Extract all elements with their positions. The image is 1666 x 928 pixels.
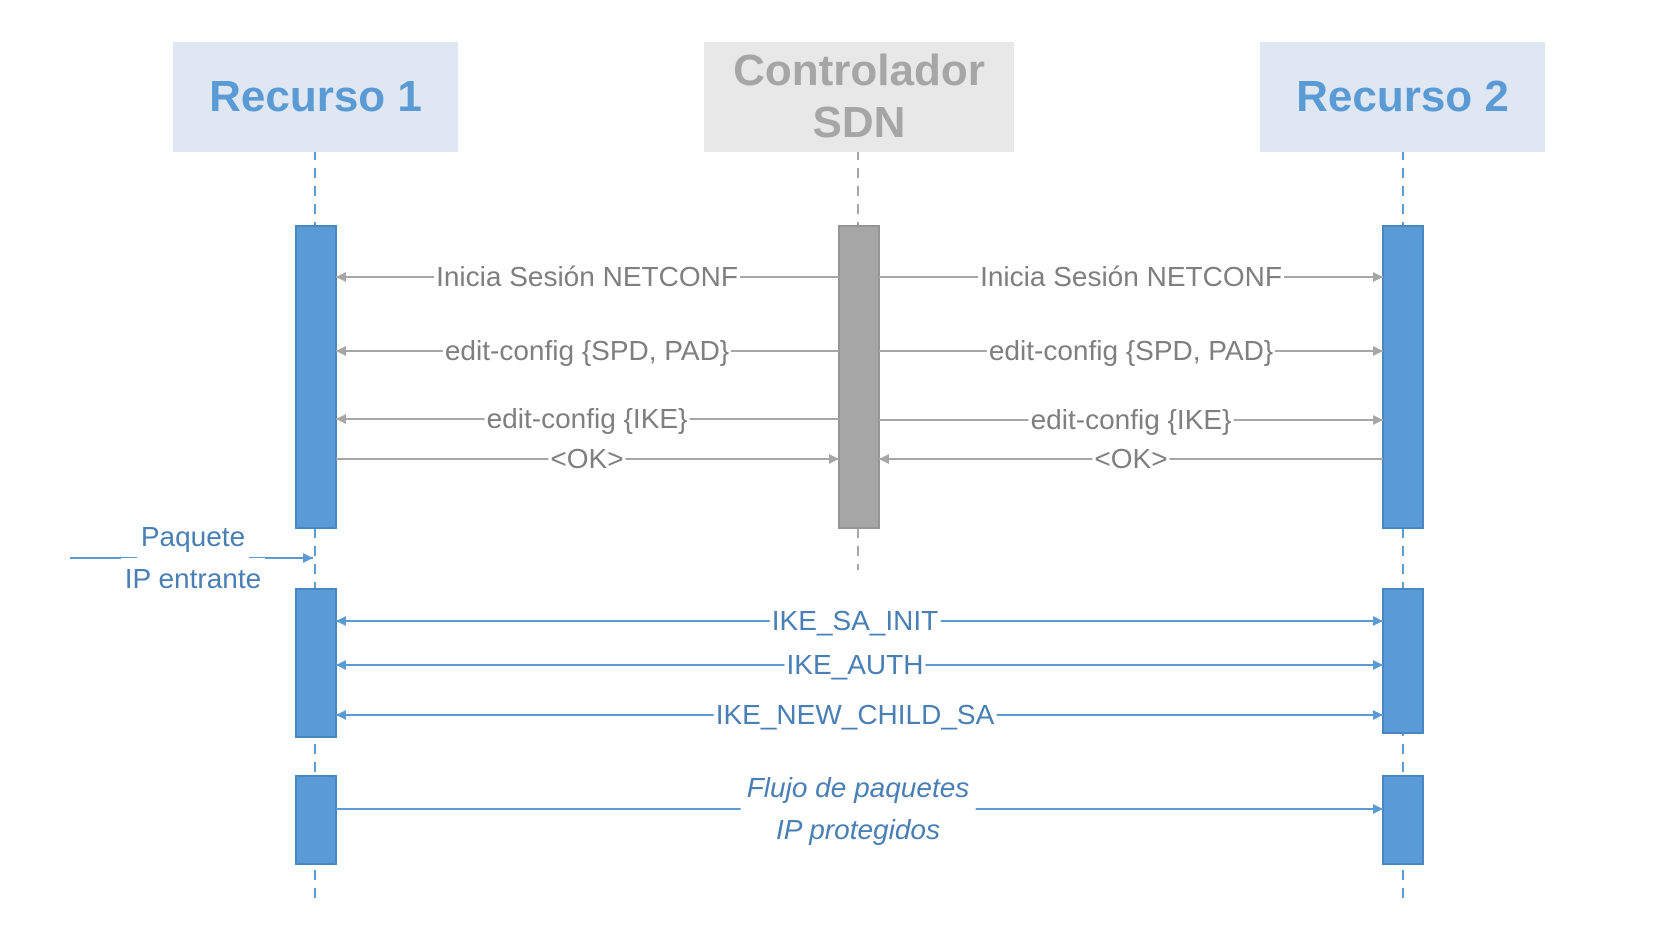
label-ok-right: <OK> (1092, 443, 1170, 475)
label-ok-left: <OK> (548, 443, 626, 475)
label-packet-in-line-2: IP entrante (120, 558, 266, 600)
label-packet-in-line-1: Paquete (136, 516, 250, 558)
activation-recurso-1-flow (295, 775, 337, 865)
participant-recurso-2-label: Recurso 2 (1296, 72, 1509, 121)
label-protected-flow-line-1: Flujo de paquetes (746, 772, 970, 803)
activation-recurso-1-ike (295, 588, 337, 738)
label-ike-auth: IKE_AUTH (784, 649, 926, 681)
label-protected-flow-line-2: IP protegidos (776, 814, 940, 845)
label-spd-pad-left: edit-config {SPD, PAD} (442, 335, 732, 367)
label-ike-new-child-sa: IKE_NEW_CHILD_SA (713, 699, 997, 731)
activation-recurso-2-config (1382, 225, 1424, 529)
participant-recurso-2: Recurso 2 (1260, 42, 1545, 152)
participant-recurso-1: Recurso 1 (173, 42, 458, 152)
activation-controlador (838, 225, 880, 529)
label-protected-flow: Flujo de paquetes IP protegidos (740, 767, 976, 851)
label-ike-sa-init: IKE_SA_INIT (769, 605, 941, 637)
label-netconf-right: Inicia Sesión NETCONF (978, 261, 1284, 293)
label-ike-right: edit-config {IKE} (1028, 404, 1234, 436)
activation-recurso-2-ike (1382, 588, 1424, 734)
label-packet-in: Paquete IP entrante (108, 516, 278, 600)
label-ike-left: edit-config {IKE} (484, 403, 690, 435)
activation-recurso-2-flow (1382, 775, 1424, 865)
participant-controlador-label-1: Controlador (733, 46, 985, 95)
label-netconf-left: Inicia Sesión NETCONF (434, 261, 740, 293)
participant-controlador-label-2: SDN (812, 98, 906, 147)
participant-recurso-1-label: Recurso 1 (209, 72, 422, 121)
participant-controlador-sdn: Controlador SDN (704, 42, 1014, 152)
label-spd-pad-right: edit-config {SPD, PAD} (986, 335, 1276, 367)
activation-recurso-1-config (295, 225, 337, 529)
